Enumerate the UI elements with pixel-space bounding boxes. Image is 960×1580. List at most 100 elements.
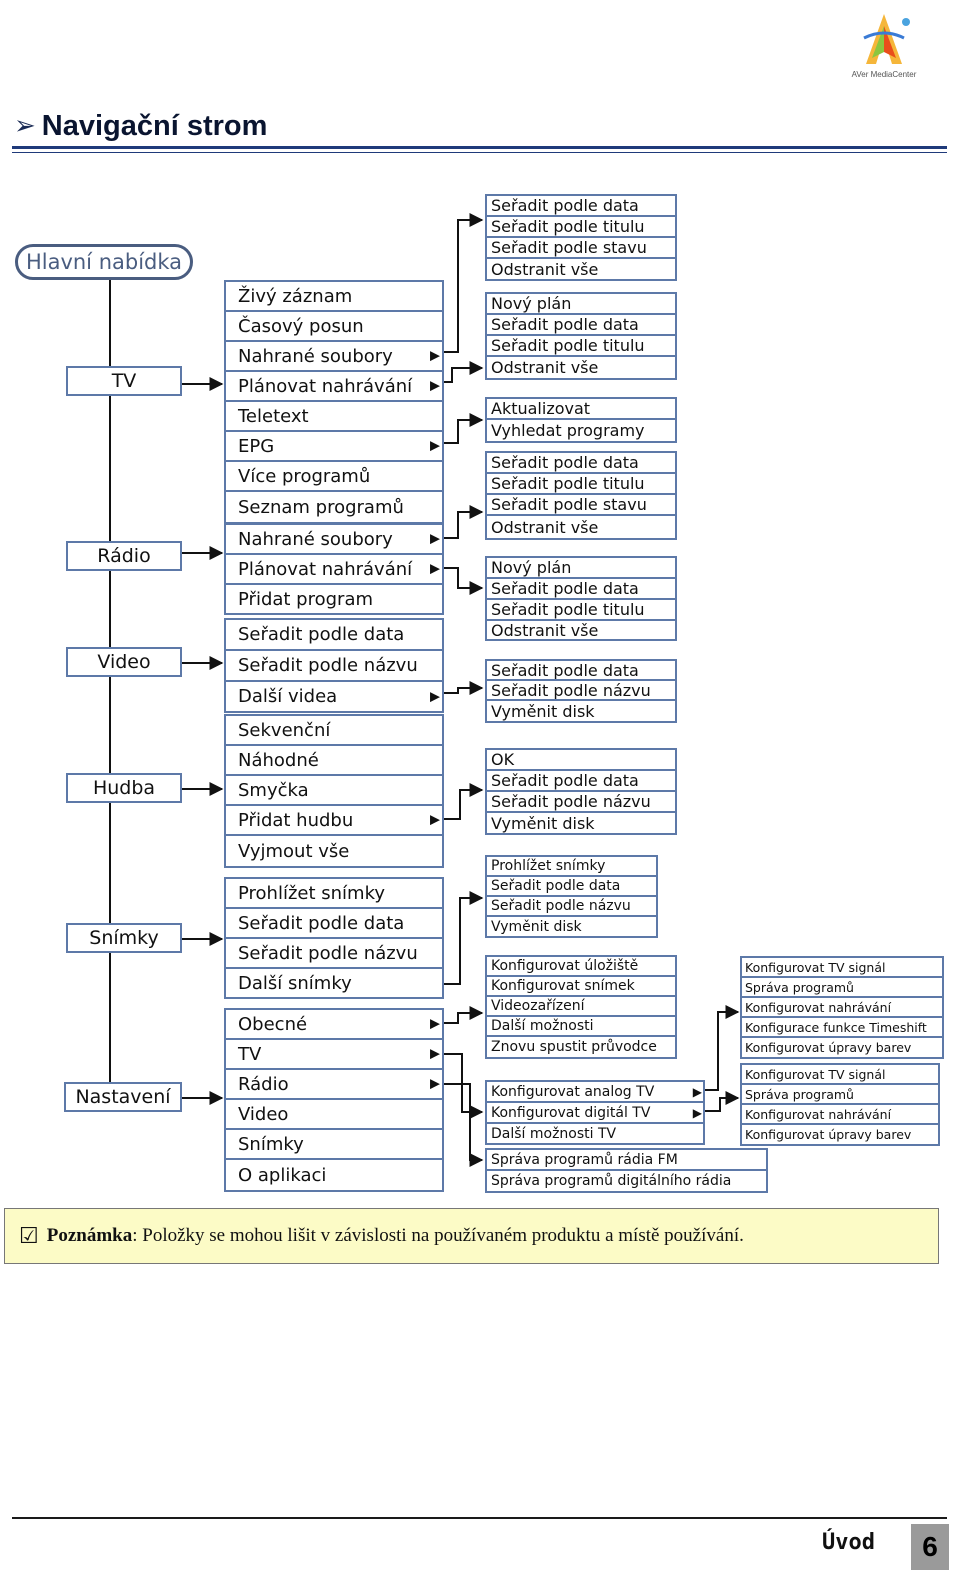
- menu-item[interactable]: Video: [226, 1100, 442, 1130]
- submenu-item[interactable]: Seřadit podle titulu: [487, 217, 675, 238]
- tv-epg-submenu: Aktualizovat Vyhledat programy: [485, 397, 677, 443]
- submenu-item[interactable]: Seřadit podle data: [487, 771, 675, 792]
- submenu-item[interactable]: Konfigurovat nahrávání: [742, 998, 942, 1018]
- menu-item[interactable]: Přidat program: [238, 588, 374, 610]
- submenu-item[interactable]: Znovu spustit průvodce: [491, 1039, 657, 1055]
- menu-item[interactable]: Náhodné: [226, 746, 442, 776]
- menu-item[interactable]: Prohlížet snímky: [226, 879, 442, 909]
- submenu-item[interactable]: Seřadit podle data: [487, 196, 675, 217]
- submenu-item[interactable]: Seřadit podle titulu: [487, 600, 675, 621]
- menu-item[interactable]: Rádio▶: [226, 1070, 442, 1100]
- submenu-arrow-icon: ▶: [430, 1016, 440, 1032]
- menu-item[interactable]: Přidat hudbu▶: [226, 806, 442, 836]
- note-box: ☑ Poznámka: Položky se mohou lišit v záv…: [4, 1208, 939, 1264]
- submenu-item[interactable]: Správa programů: [742, 978, 942, 998]
- menu-item[interactable]: Seřadit podle názvu: [226, 651, 442, 682]
- submenu-item[interactable]: Správa programů rádia FM: [487, 1150, 766, 1171]
- menu-item[interactable]: Více programů: [226, 462, 442, 492]
- menu-item[interactable]: Seřadit podle data: [226, 909, 442, 939]
- menu-item[interactable]: Seřadit podle názvu: [226, 939, 442, 969]
- submenu-item[interactable]: Konfigurovat digitál TV▶: [487, 1103, 703, 1124]
- tree-connectors: [109, 213, 740, 1167]
- submenu-arrow-icon: ▶: [430, 348, 440, 364]
- submenu-item[interactable]: Seřadit podle názvu: [487, 897, 656, 917]
- submenu-item[interactable]: Seřadit podle stavu: [487, 495, 675, 516]
- heading-rule-thin: [12, 152, 947, 153]
- category-photos[interactable]: Snímky: [66, 923, 182, 953]
- menu-item[interactable]: Smyčka: [226, 776, 442, 806]
- category-music[interactable]: Hudba: [66, 773, 182, 803]
- submenu-item[interactable]: Konfigurovat úpravy barev: [745, 1040, 912, 1055]
- submenu-item[interactable]: Nový plán: [487, 558, 675, 579]
- submenu-item[interactable]: Seřadit podle data: [487, 453, 675, 474]
- submenu-item[interactable]: Odstranit vše: [491, 259, 599, 279]
- submenu-item[interactable]: Seřadit podle data: [487, 579, 675, 600]
- submenu-item[interactable]: Vyhledat programy: [491, 421, 645, 440]
- settings-menu: Obecné▶ TV▶ Rádio▶ Video Snímky O aplika…: [224, 1008, 444, 1192]
- submenu-item[interactable]: Konfigurace funkce Timeshift: [742, 1018, 942, 1038]
- menu-item[interactable]: TV▶: [226, 1040, 442, 1070]
- submenu-item[interactable]: Další možnosti: [487, 1017, 675, 1037]
- submenu-arrow-icon: ▶: [430, 812, 440, 828]
- submenu-item[interactable]: Seřadit podle data: [487, 661, 675, 681]
- menu-item[interactable]: Živý záznam: [226, 282, 442, 312]
- submenu-item[interactable]: Odstranit vše: [491, 621, 599, 639]
- submenu-item[interactable]: Seřadit podle názvu: [487, 792, 675, 813]
- heading-rule: [12, 146, 947, 149]
- settings-radio-submenu: Správa programů rádia FM Správa programů…: [485, 1148, 768, 1193]
- menu-item[interactable]: Další snímky: [238, 972, 352, 994]
- submenu-item[interactable]: Seřadit podle názvu: [487, 681, 675, 701]
- menu-item[interactable]: Seřadit podle data: [226, 620, 442, 651]
- menu-item[interactable]: O aplikaci: [238, 1164, 327, 1186]
- submenu-item[interactable]: Konfigurovat úložiště: [487, 957, 675, 977]
- submenu-item[interactable]: Seřadit podle titulu: [487, 336, 675, 357]
- checkbox-icon: ☑: [19, 1223, 39, 1249]
- menu-item[interactable]: Sekvenční: [226, 716, 442, 746]
- submenu-item[interactable]: Správa programů digitálního rádia: [491, 1173, 732, 1189]
- submenu-item[interactable]: Konfigurovat snímek: [487, 977, 675, 997]
- menu-item[interactable]: Teletext: [226, 402, 442, 432]
- submenu-item[interactable]: Konfigurovat TV signál: [742, 958, 942, 978]
- menu-item[interactable]: Časový posun: [226, 312, 442, 342]
- menu-item[interactable]: Plánovat nahrávání▶: [226, 372, 442, 402]
- menu-item[interactable]: Nahrané soubory▶: [226, 525, 442, 555]
- menu-item[interactable]: Další videa▶: [238, 686, 440, 707]
- submenu-item[interactable]: Konfigurovat nahrávání: [742, 1105, 938, 1125]
- submenu-item[interactable]: OK: [487, 750, 675, 771]
- settings-tv-digital-submenu: Konfigurovat TV signál Správa programů K…: [740, 1063, 940, 1146]
- submenu-item[interactable]: Konfigurovat analog TV▶: [487, 1082, 703, 1103]
- menu-item[interactable]: Seznam programů: [238, 496, 404, 518]
- submenu-item[interactable]: Odstranit vše: [491, 358, 599, 377]
- category-video[interactable]: Video: [66, 647, 182, 677]
- menu-item[interactable]: Nahrané soubory▶: [226, 342, 442, 372]
- submenu-item[interactable]: Odstranit vše: [491, 517, 599, 537]
- submenu-item[interactable]: Seřadit podle titulu: [487, 474, 675, 495]
- submenu-item[interactable]: Videozařízení: [487, 997, 675, 1017]
- category-settings[interactable]: Nastavení: [64, 1082, 182, 1112]
- submenu-item[interactable]: Seřadit podle data: [487, 315, 675, 336]
- submenu-item[interactable]: Vyměnit disk: [491, 701, 595, 721]
- submenu-arrow-icon: ▶: [430, 438, 440, 454]
- submenu-item[interactable]: Aktualizovat: [487, 399, 675, 420]
- submenu-item[interactable]: Další možnosti TV: [491, 1125, 617, 1142]
- submenu-item[interactable]: Konfigurovat úpravy barev: [745, 1127, 912, 1142]
- menu-item[interactable]: Snímky: [226, 1130, 442, 1160]
- submenu-item[interactable]: Seřadit podle data: [487, 877, 656, 897]
- menu-item[interactable]: Vyjmout vše: [238, 840, 350, 862]
- menu-item[interactable]: Plánovat nahrávání▶: [226, 555, 442, 585]
- submenu-item[interactable]: Nový plán: [487, 294, 675, 315]
- submenu-item[interactable]: Prohlížet snímky: [487, 857, 656, 877]
- submenu-item[interactable]: Vyměnit disk: [491, 813, 595, 833]
- menu-item[interactable]: EPG▶: [226, 432, 442, 462]
- submenu-item[interactable]: Konfigurovat TV signál: [742, 1065, 938, 1085]
- submenu-item[interactable]: Seřadit podle stavu: [487, 238, 675, 259]
- menu-item[interactable]: Obecné▶: [226, 1010, 442, 1040]
- note-text: : Položky se mohou lišit v závislosti na…: [132, 1225, 744, 1246]
- submenu-item[interactable]: Správa programů: [742, 1085, 938, 1105]
- category-tv[interactable]: TV: [66, 366, 182, 396]
- tv-recorded-submenu: Seřadit podle data Seřadit podle titulu …: [485, 194, 677, 281]
- submenu-item[interactable]: Vyměnit disk: [491, 918, 582, 935]
- tv-menu: Živý záznam Časový posun Nahrané soubory…: [224, 280, 444, 524]
- music-add-submenu: OK Seřadit podle data Seřadit podle názv…: [485, 748, 677, 835]
- category-radio[interactable]: Rádio: [66, 541, 182, 571]
